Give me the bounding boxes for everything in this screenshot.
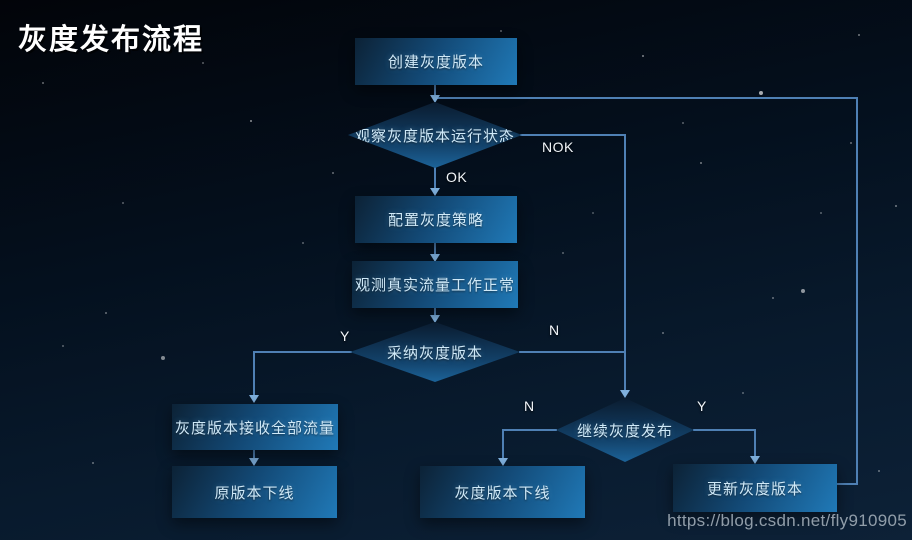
node-gray-version-offline: 灰度版本下线: [420, 466, 585, 518]
connector-adopt-yes-vertical: [253, 351, 255, 397]
connector-ok-vertical: [434, 167, 436, 191]
connector-feedback-right: [856, 97, 858, 485]
arrowhead-into-observe-diamond: [430, 95, 440, 103]
node-gray-receives-all-traffic: 灰度版本接收全部流量: [172, 404, 338, 450]
connector-traffic-to-adopt: [434, 308, 436, 317]
node-observe-running-status: 观察灰度版本运行状态: [348, 102, 522, 168]
arrowhead-into-continue-diamond: [620, 390, 630, 398]
connector-configure-to-traffic: [434, 243, 436, 256]
node-label: 灰度版本下线: [454, 484, 551, 502]
connector-nok-vertical: [624, 134, 626, 392]
connector-continue-yes-horizontal: [693, 429, 755, 431]
edge-label-continue-no: N: [524, 398, 535, 414]
connector-continue-yes-vertical: [754, 429, 756, 457]
node-label: 继续灰度发布: [576, 422, 673, 440]
arrowhead-into-configure-box: [430, 188, 440, 196]
node-label: 观测真实流量工作正常: [354, 277, 515, 294]
edge-label-adopt-no: N: [549, 322, 560, 338]
edge-label-continue-yes: Y: [697, 398, 707, 414]
arrowhead-into-gray-offline-box: [498, 458, 508, 466]
node-create-gray-version: 创建灰度版本: [355, 38, 517, 85]
node-update-gray-version: 更新灰度版本: [673, 464, 837, 512]
arrowhead-into-adopt-diamond: [430, 315, 440, 323]
connector-nok-horizontal: [520, 134, 625, 136]
connector-create-to-observe: [434, 85, 436, 99]
node-configure-gray-strategy: 配置灰度策略: [355, 196, 517, 243]
arrowhead-into-receive-box: [249, 395, 259, 403]
starfield-decoration: [0, 0, 2, 2]
arrowhead-into-update-box: [750, 456, 760, 464]
connector-feedback-bottom: [837, 483, 858, 485]
node-adopt-gray-version: 采纳灰度版本: [350, 322, 520, 382]
edge-label-nok: NOK: [542, 139, 574, 155]
node-label: 观察灰度版本运行状态: [354, 127, 515, 145]
connector-continue-no-horizontal: [503, 429, 557, 431]
node-old-version-offline: 原版本下线: [172, 466, 337, 518]
node-label: 采纳灰度版本: [386, 344, 483, 362]
node-label: 配置灰度策略: [387, 212, 484, 229]
edge-label-ok: OK: [446, 169, 468, 185]
node-observe-real-traffic: 观测真实流量工作正常: [352, 261, 518, 308]
node-label: 更新灰度版本: [706, 480, 803, 498]
connector-feedback-top: [435, 97, 858, 99]
node-label: 灰度版本接收全部流量: [174, 419, 335, 437]
connector-adopt-yes-horizontal: [254, 351, 352, 353]
node-label: 创建灰度版本: [387, 54, 484, 71]
csdn-watermark: https://blog.csdn.net/fly910905: [667, 511, 907, 530]
arrowhead-into-traffic-box: [430, 254, 440, 262]
page-title: 灰度发布流程: [18, 24, 205, 56]
connector-receive-to-offline: [253, 450, 255, 460]
node-label: 原版本下线: [214, 484, 295, 502]
edge-label-adopt-yes: Y: [340, 328, 350, 344]
arrowhead-into-old-offline-box: [249, 458, 259, 466]
connector-adopt-no-horizontal: [519, 351, 625, 353]
connector-continue-no-vertical: [502, 429, 504, 459]
node-continue-gray-release: 继续灰度发布: [556, 398, 694, 462]
